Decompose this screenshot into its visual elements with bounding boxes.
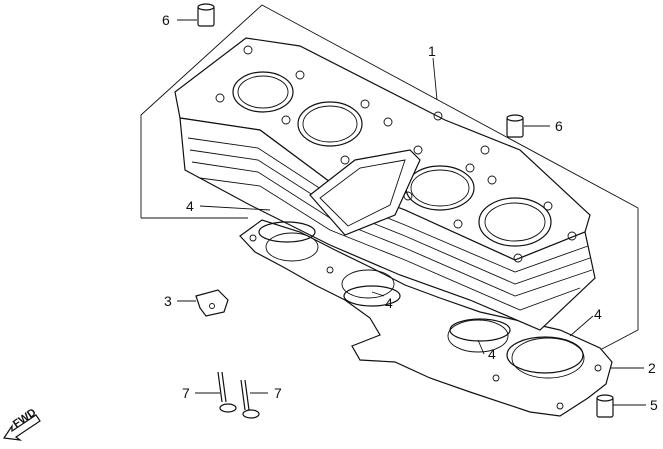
callout-5: 5 — [650, 397, 658, 413]
callout-7-right: 7 — [274, 385, 282, 401]
dowel-pin-bottom — [596, 394, 614, 418]
cylinder-block — [174, 37, 596, 331]
bolt-left — [217, 371, 237, 413]
dowel-pin-right — [506, 114, 524, 138]
callout-1: 1 — [428, 43, 436, 59]
callout-3: 3 — [164, 293, 172, 309]
base-gasket — [239, 219, 613, 417]
callout-7-left: 7 — [182, 385, 190, 401]
forward-direction-indicator: FWD — [2, 407, 41, 441]
bolt-right — [240, 379, 260, 419]
assembly-bracket-outline — [140, 4, 639, 351]
callout-4-middle: 4 — [385, 295, 393, 311]
callout-6-top: 6 — [162, 12, 170, 28]
leader-lines — [177, 19, 646, 406]
callout-4-right: 4 — [594, 306, 602, 322]
callout-4-lower: 4 — [488, 346, 496, 362]
cable-clip — [195, 289, 229, 317]
o-rings — [258, 221, 584, 374]
dowel-pin-top — [197, 3, 215, 27]
callout-4-upper-left: 4 — [186, 198, 194, 214]
callout-2: 2 — [648, 360, 656, 376]
callout-6-right: 6 — [555, 118, 563, 134]
